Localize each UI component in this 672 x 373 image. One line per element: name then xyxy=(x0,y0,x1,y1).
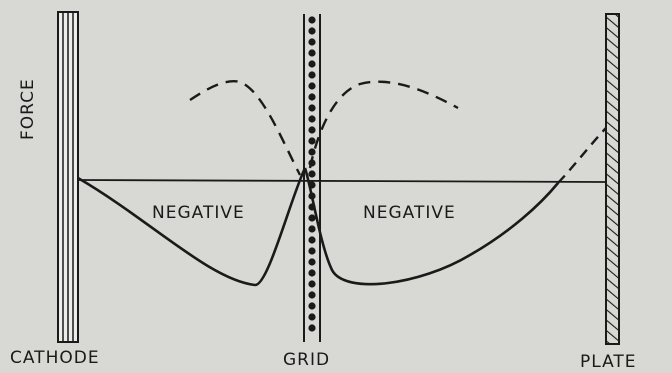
grid-wire-dot xyxy=(308,16,316,24)
cathode-electrode xyxy=(57,11,79,343)
grid-wire-dot xyxy=(308,27,316,35)
negative-region-label-left: NEGATIVE xyxy=(152,203,245,223)
grid-wire-dot xyxy=(308,280,316,288)
grid-wire-dot xyxy=(308,60,316,68)
grid-wire-dot xyxy=(308,126,316,134)
grid-wire-dot xyxy=(308,258,316,266)
grid-wire-dot xyxy=(308,313,316,321)
cathode-label: CATHODE xyxy=(10,348,100,368)
grid-wire-dot xyxy=(308,104,316,112)
grid-wire-dot xyxy=(308,170,316,178)
grid-wire-dot xyxy=(308,137,316,145)
grid-wire-dot xyxy=(308,82,316,90)
force-curve-right xyxy=(303,167,560,286)
grid-wire-dot xyxy=(308,148,316,156)
plate-electrode xyxy=(605,13,620,345)
grid-wire-dot xyxy=(308,269,316,277)
zero-force-line xyxy=(77,179,607,183)
grid-wire-dot xyxy=(308,324,316,332)
grid-wire-dot xyxy=(308,247,316,255)
grid-wire-dot xyxy=(308,214,316,222)
grid-wire-dot xyxy=(308,71,316,79)
grid-wire-dot xyxy=(308,302,316,310)
force-curve-dashed-right xyxy=(308,80,459,169)
force-axis-label: FORCE xyxy=(18,78,38,140)
grid-wire-dot xyxy=(308,49,316,57)
force-curve-dashed-left xyxy=(189,80,302,176)
force-curve-dashed-plate xyxy=(557,127,607,184)
grid-wire-dots xyxy=(308,16,316,332)
grid-wire-dot xyxy=(308,291,316,299)
grid-wire-dot xyxy=(308,38,316,46)
grid-wire-dot xyxy=(308,225,316,233)
force-curve-left xyxy=(77,167,307,287)
grid-wire-dot xyxy=(308,93,316,101)
grid-label: GRID xyxy=(283,350,331,370)
grid-wire-dot xyxy=(308,236,316,244)
plate-label: PLATE xyxy=(580,352,637,372)
negative-region-label-right: NEGATIVE xyxy=(363,203,456,223)
grid-wire-dot xyxy=(308,115,316,123)
